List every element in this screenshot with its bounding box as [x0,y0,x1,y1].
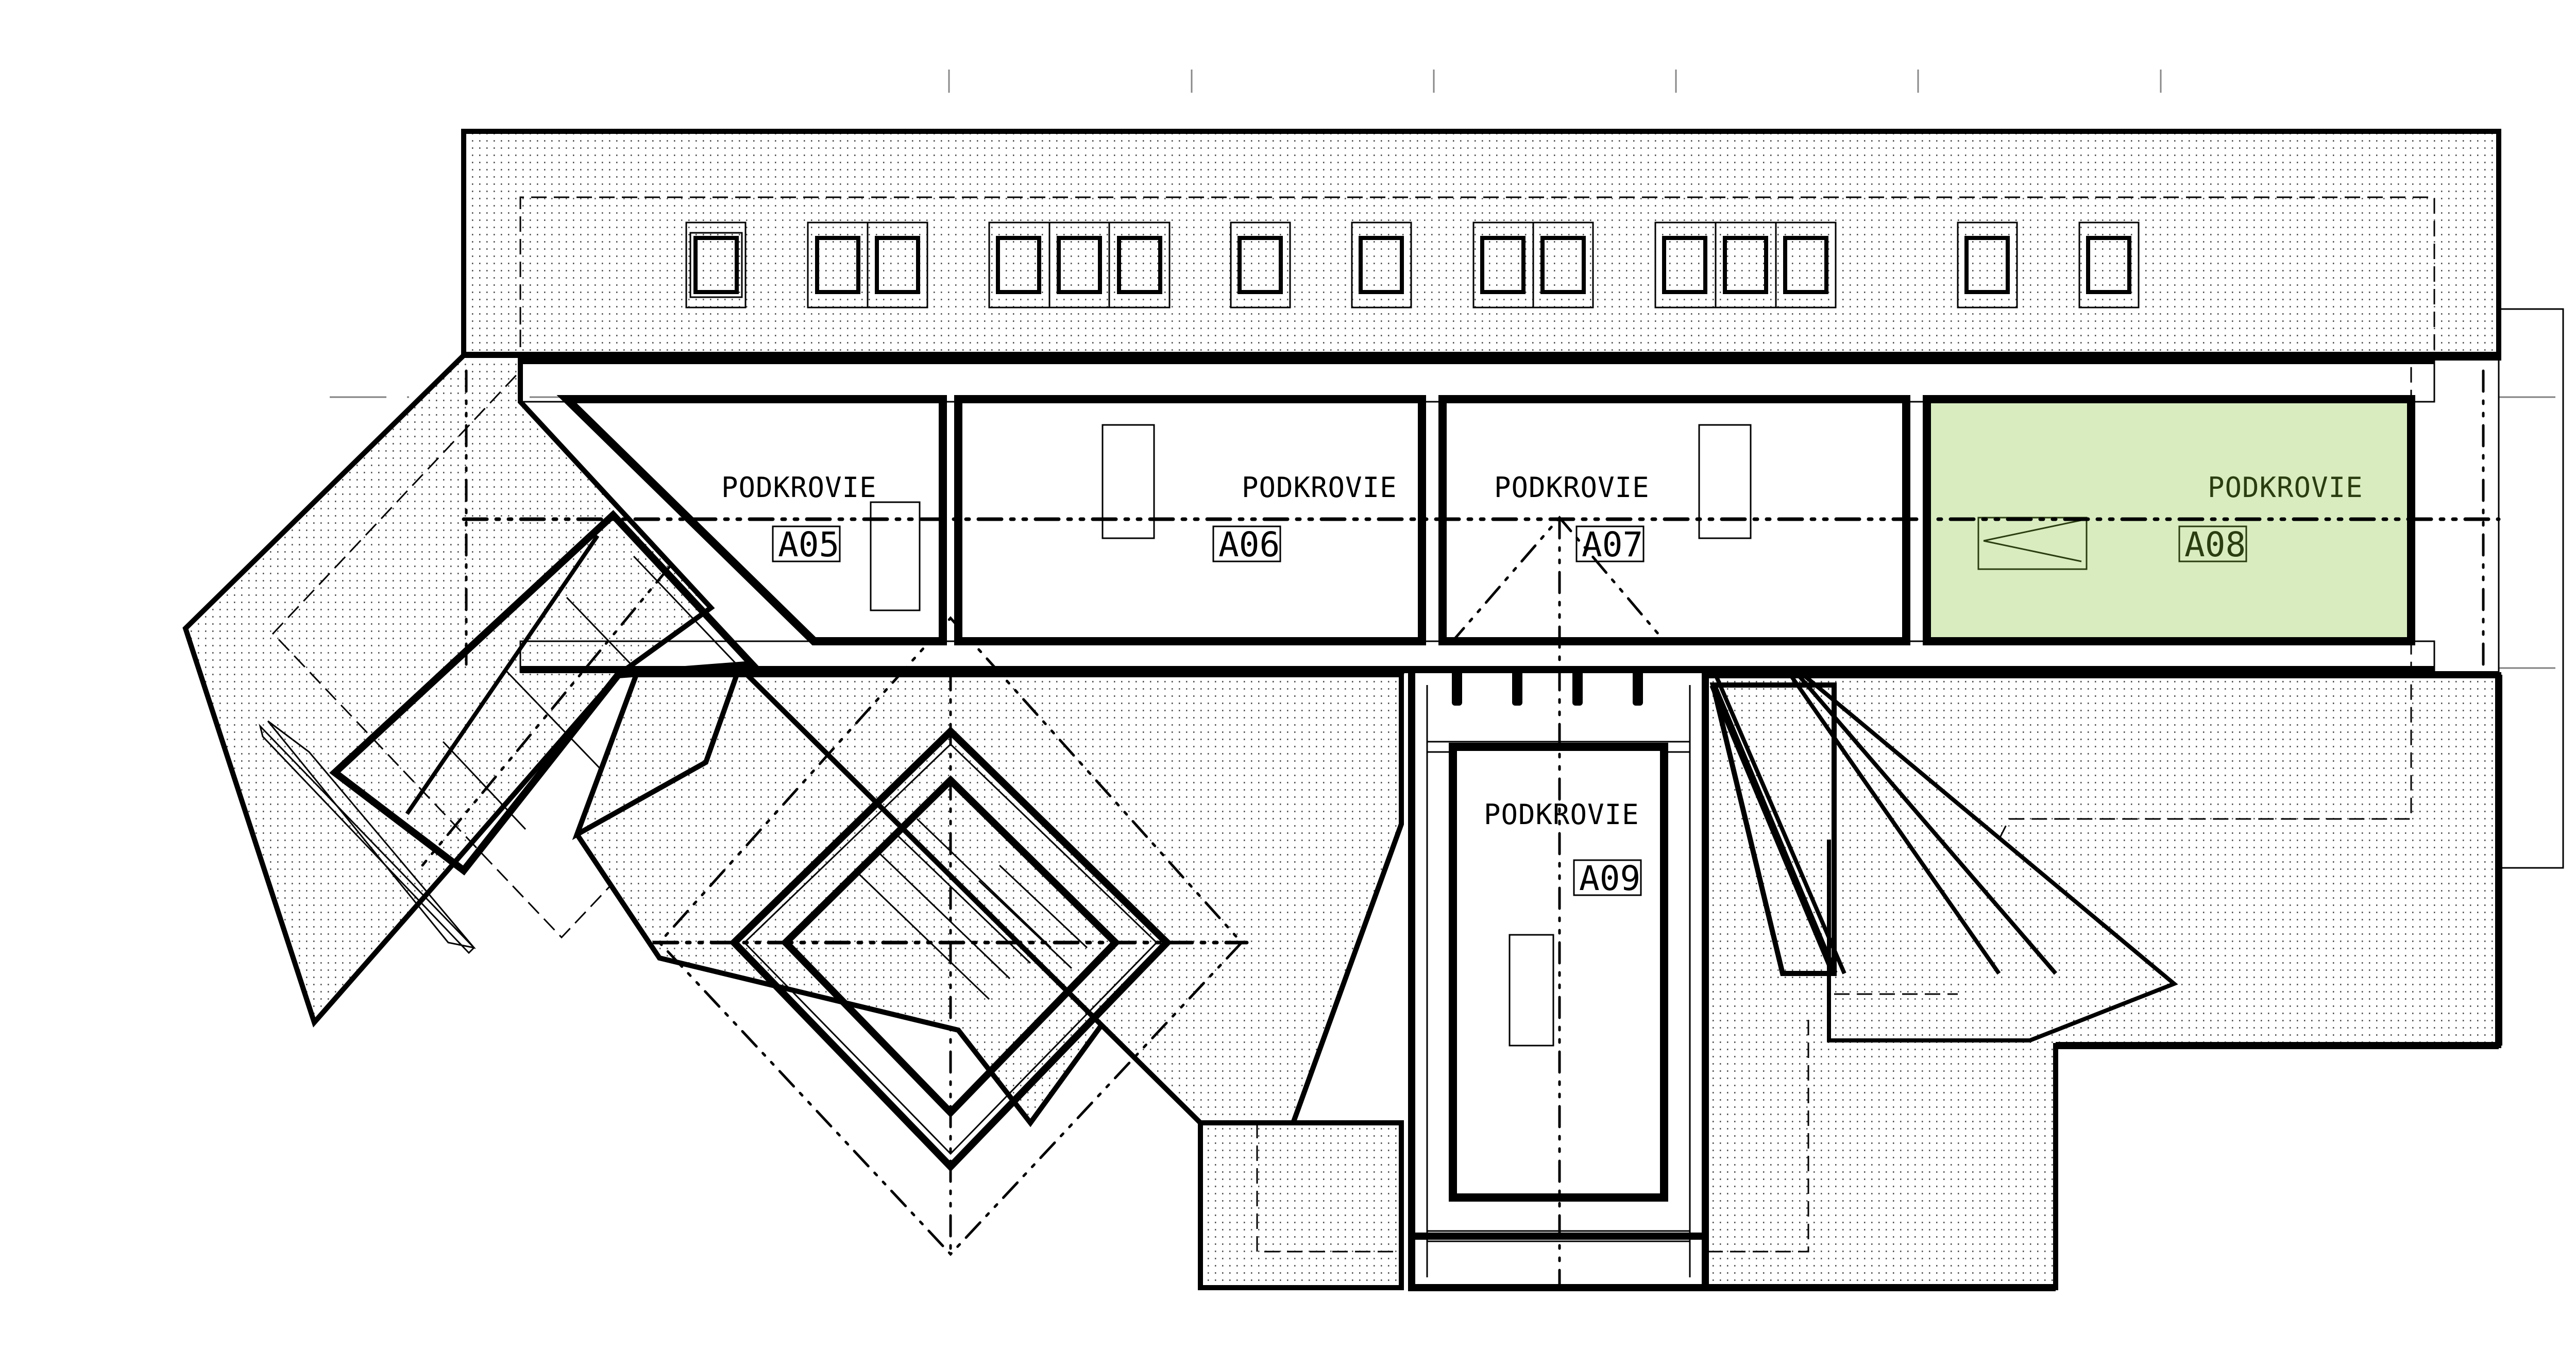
roof-window-group-4 [1230,221,1291,309]
room-a07-code: A07 [1582,525,1643,565]
room-a07-label: PODKROVIE [1494,471,1650,504]
roof-windows [685,221,2140,309]
roof-window-group-8 [1957,221,2018,309]
room-a06-label: PODKROVIE [1242,471,1397,504]
roof-window-group-2 [807,221,928,309]
balcony-outline [2498,308,2564,869]
roof-window-group-3 [988,221,1171,309]
room-a09-code: A09 [1579,859,1640,898]
roof-window-group-1 [685,221,747,309]
room-a07[interactable]: PODKROVIE A07 [1438,395,1910,671]
room-a09-label: PODKROVIE [1484,798,1639,831]
room-a05-label: PODKROVIE [721,471,877,504]
roof-window-group-9 [2078,221,2140,309]
stair-tower [652,616,1249,1256]
roof-main [461,129,2501,361]
room-a06-code: A06 [1218,525,1280,565]
roof-window-group-7 [1654,221,1837,309]
room-a06[interactable]: PODKROVIE A06 [954,395,1426,645]
room-a08-code: A08 [2184,525,2246,565]
roof-window-group-6 [1472,221,1594,309]
room-a05-code: A05 [778,525,839,565]
roof-window-group-5 [1351,221,1412,309]
room-a08-label: PODKROVIE [2208,471,2363,504]
